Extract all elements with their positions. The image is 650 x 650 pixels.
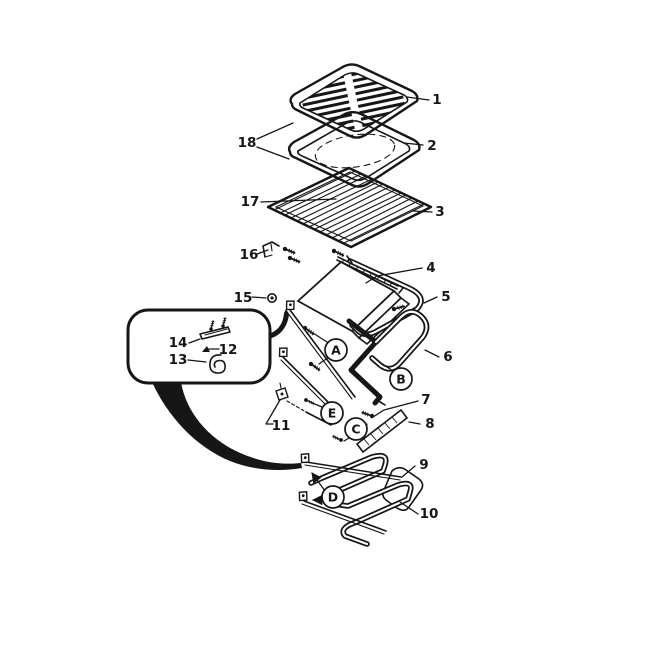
callout-1: 1 [432,92,441,108]
callout-5: 5 [441,289,450,305]
callout-6: 6 [443,349,452,365]
callout-12: 12 [219,342,238,358]
element-bracket-8 [355,408,409,454]
screw-c [330,433,345,444]
callout-14: 14 [169,335,188,351]
support-rod-lower [296,489,387,535]
callout-circle-c: C [344,417,368,441]
svg-text:B: B [396,372,406,387]
circled-callouts: A B C D E [320,338,413,509]
callout-2: 2 [427,138,436,154]
insert-slots [299,72,408,132]
callout-10: 10 [420,506,439,522]
oven-rack [266,166,433,249]
callout-circle-e: E [320,401,344,425]
svg-text:C: C [351,422,360,437]
callout-9: 9 [419,457,428,473]
callout-16: 16 [240,247,259,263]
support-rod-9 [298,451,402,481]
callout-circle-b: B [389,367,413,391]
support-rod-a2 [276,345,334,411]
callout-circle-d: D [321,485,345,509]
broiler-pan [287,111,421,188]
svg-text:A: A [331,343,341,358]
clip-13 [209,354,226,374]
callout-8: 8 [425,416,434,432]
svg-text:D: D [328,490,338,505]
callout-13: 13 [169,352,188,368]
clip-12 [202,346,210,352]
callout-11: 11 [272,418,291,434]
oven-baffle-plate [296,260,411,346]
callout-18: 18 [238,135,257,151]
callout-17: 17 [241,194,260,210]
bake-element-10 [308,452,414,547]
grommet-15 [266,292,277,303]
support-rod-a1 [283,298,356,400]
terminal-bar-14 [199,316,231,340]
callout-3: 3 [435,204,444,220]
leader-lines [187,96,440,515]
screw-e [302,396,317,407]
rack-bracket-16 [262,241,302,266]
broiler-insert-grid [289,63,419,139]
callout-15: 15 [234,290,253,306]
numeric-callouts: 1 2 3 4 5 6 7 8 9 10 11 12 13 14 15 16 1… [169,92,453,522]
callout-4: 4 [426,260,435,276]
callout-7: 7 [421,392,430,408]
detail-bubble [126,308,272,385]
svg-text:E: E [328,406,337,421]
callout-circle-a: A [324,338,348,362]
